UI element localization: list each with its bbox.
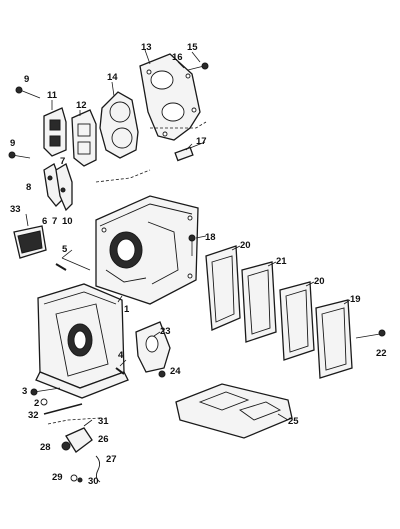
part-18-bolt (188, 234, 196, 256)
part-27-spring (95, 455, 101, 483)
part-10-reed-stop (43, 163, 73, 212)
callout-19: 19 (350, 294, 361, 305)
part-19-cover (315, 299, 353, 379)
part-20-gasket-upper (205, 245, 241, 331)
callout-18: 18 (205, 232, 216, 243)
callout-25: 25 (288, 416, 299, 427)
callout-11: 11 (47, 90, 58, 101)
part-22-bolt (355, 329, 386, 339)
part-32-rod (43, 403, 83, 415)
callout-29: 29 (52, 472, 63, 483)
callout-1: 1 (124, 304, 130, 315)
callout-22: 22 (376, 348, 387, 359)
part-23-bracket (135, 321, 171, 373)
part-11-reed-block (43, 107, 67, 157)
crankcase-lower (35, 283, 129, 399)
callout-12: 12 (76, 100, 87, 111)
part-25-gasket (175, 383, 293, 439)
part-12-gasket (71, 109, 97, 167)
callout-labels: 13 15 16 14 9 11 12 17 9 7 8 6 7 10 33 1… (10, 42, 387, 487)
callout-5: 5 (62, 244, 68, 255)
callout-3: 3 (22, 386, 27, 397)
callout-28: 28 (40, 442, 51, 453)
part-5-pin (55, 257, 91, 271)
part-20-gasket-lower (279, 281, 315, 361)
leader-lines (25, 49, 351, 421)
part-13-cover-plate (139, 53, 201, 141)
callout-20-lower: 20 (314, 276, 325, 287)
part-9-bolt-upper (15, 86, 41, 99)
callout-15: 15 (187, 42, 198, 53)
part-15-bolt (187, 62, 209, 71)
callout-10: 10 (62, 216, 73, 227)
callout-2: 2 (34, 398, 39, 409)
part-4-pin (115, 367, 125, 375)
part-2-washer (40, 398, 48, 406)
callout-7-upper: 7 (60, 156, 65, 167)
crankcase-upper (95, 195, 199, 305)
callout-21: 21 (276, 256, 287, 267)
callout-4: 4 (118, 350, 124, 361)
callout-9-lower: 9 (10, 138, 15, 149)
part-26-lever (61, 419, 93, 453)
callout-32: 32 (28, 410, 39, 421)
part-14-gasket (99, 91, 139, 159)
callout-7-lower: 7 (52, 216, 57, 227)
callout-24: 24 (170, 366, 181, 377)
callout-31: 31 (98, 416, 109, 427)
callout-30: 30 (88, 476, 99, 487)
callout-17: 17 (196, 136, 207, 147)
callout-14: 14 (107, 72, 118, 83)
callout-8: 8 (26, 182, 31, 193)
part-24-bolt (158, 370, 166, 378)
part-33-plate (13, 225, 47, 259)
callout-33: 33 (10, 204, 21, 215)
callout-27: 27 (106, 454, 117, 465)
callout-23: 23 (160, 326, 171, 337)
callout-26: 26 (98, 434, 109, 445)
part-21-plate (241, 261, 277, 343)
part-9-bolt-lower (8, 151, 31, 159)
callout-13: 13 (141, 42, 152, 53)
part-3-bolt (30, 387, 61, 396)
callout-9-upper: 9 (24, 74, 29, 85)
part-30-nut (70, 474, 83, 483)
callout-16: 16 (172, 52, 183, 63)
callout-6: 6 (42, 216, 47, 227)
part-17-fitting (174, 141, 206, 162)
callout-20-upper: 20 (240, 240, 251, 251)
